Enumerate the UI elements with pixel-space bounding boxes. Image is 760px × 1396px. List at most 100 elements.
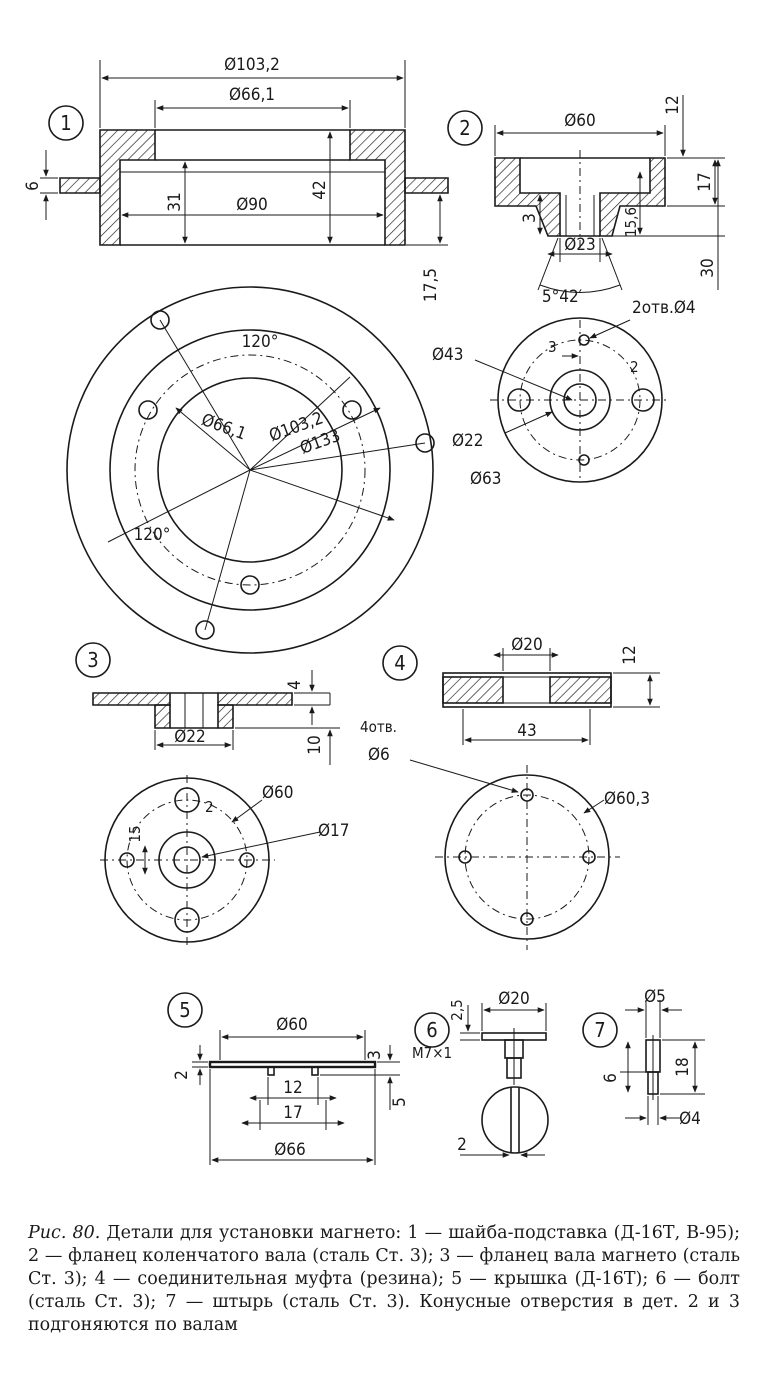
part2-plan-d22: Ø22	[452, 431, 484, 451]
part1-dim-d66-1: Ø66,1	[229, 85, 275, 105]
part1-hole	[240, 575, 260, 595]
part1-hole	[150, 310, 170, 330]
part4-number-circle	[382, 645, 418, 681]
part1-number-circle	[48, 105, 84, 141]
part6-dim-d20: Ø20	[498, 989, 530, 1009]
part7-number: 7	[594, 1018, 605, 1042]
part1-left-flange	[59, 177, 101, 194]
figure-caption: Рис. 80. Детали для установки магнето: 1…	[28, 1222, 740, 1337]
part2-plan-holes: 2отв.Ø4	[632, 298, 696, 318]
part3-hub-left	[154, 704, 171, 729]
part2-dim-h17: 17	[695, 172, 715, 191]
part7: 7 Ø5 18 6 Ø4	[582, 987, 705, 1129]
part4-dim-w43: 43	[517, 721, 536, 741]
part5-number: 5	[179, 998, 190, 1022]
part6-dim-thread: М7×1	[412, 1044, 452, 1062]
part1-number: 1	[60, 111, 71, 135]
part4-dim-d20: Ø20	[511, 635, 543, 655]
caption-text: Детали для установки магнето: 1 — шайба-…	[28, 1223, 741, 1335]
part3: 3 4 10 Ø22 Ø6	[75, 642, 350, 945]
part5-dim-w12: 12	[283, 1078, 302, 1098]
part3-dim-d22: Ø22	[174, 727, 206, 747]
part1-plan-d66-1: Ø66,1	[199, 410, 249, 445]
part1-dim-h42: 42	[310, 180, 330, 199]
part2-dim-h3: 3	[520, 213, 540, 223]
part6: 6 Ø20 2,5 М7×1 2	[412, 989, 549, 1158]
part2-section: 2 Ø60 12 17 3 15,6 30	[447, 95, 725, 307]
part4-number: 4	[394, 651, 405, 675]
part4-plan-d60-3: Ø60,3	[604, 789, 650, 809]
part3-dim-h10: 10	[305, 735, 325, 754]
part1-dim-h17-5: 17,5	[421, 268, 441, 302]
part2-plan-s2: 2	[630, 358, 639, 376]
part1-outer-circle	[66, 286, 434, 654]
part4-rubber-left	[442, 676, 504, 704]
part2-dim-angle: 5°42′	[542, 287, 583, 307]
part1-dim-d103-2: Ø103,2	[224, 55, 280, 75]
part3-dim-h4: 4	[285, 680, 305, 690]
part6-dim-h2-5: 2,5	[448, 999, 466, 1020]
part1-mid-circle	[109, 329, 391, 611]
part1-dim-d90: Ø90	[236, 195, 268, 215]
part2-number-circle	[447, 110, 483, 146]
part1-right-flange	[404, 177, 449, 194]
part1-dim-h6: 6	[23, 181, 43, 191]
part2-dim-d23: Ø23	[564, 235, 596, 255]
part5-number-circle	[167, 992, 203, 1028]
part1-plan: 120° 120° Ø66,1 Ø103,2 Ø133	[66, 286, 435, 654]
part3-number-circle	[75, 642, 111, 678]
part4-dim-h12: 12	[620, 645, 640, 664]
part1-dim-h31: 31	[165, 192, 185, 211]
part2-dim-d60: Ø60	[564, 111, 596, 131]
part2-plan-d43: Ø43	[432, 345, 464, 365]
part2-plan-d63: Ø63	[470, 469, 502, 489]
part1-hole	[195, 620, 215, 640]
part7-number-circle	[582, 1012, 618, 1048]
part2-dim-h30: 30	[698, 258, 718, 277]
part4-rubber-right	[549, 676, 612, 704]
part1-bolt-circle	[134, 354, 366, 586]
part2-left-body	[494, 157, 561, 237]
part1-hole	[138, 400, 158, 420]
part6-number-circle	[414, 1012, 450, 1048]
part1-left-wall	[99, 129, 156, 246]
part7-dim-h6: 6	[601, 1073, 621, 1083]
part5-dim-d66: Ø66	[274, 1140, 306, 1160]
part3-number: 3	[87, 648, 98, 672]
part4-plan-holes: 4отв.	[360, 718, 397, 736]
part2-plan-s3: 3	[548, 338, 557, 356]
part5-boss-left	[267, 1066, 275, 1076]
part3-plate-left	[92, 692, 171, 706]
part5-boss-right	[311, 1066, 319, 1076]
part1-right-wall	[349, 129, 406, 246]
part6-head-plan	[481, 1086, 549, 1154]
part3-plan-s2: 2	[205, 798, 214, 816]
part2-small-hole	[578, 454, 590, 466]
part3-plan-s15: 15	[126, 825, 144, 842]
part1-section: 1 Ø103,2 Ø66,1 Ø90 31 42 6	[23, 55, 449, 302]
part3-plan-d17: Ø17	[318, 821, 350, 841]
part7-dim-d4: Ø4	[679, 1109, 701, 1129]
part2-small-hole	[578, 334, 590, 346]
part6-dim-w2: 2	[457, 1135, 467, 1155]
part7-dim-h18: 18	[673, 1057, 693, 1076]
part5-dim-d60: Ø60	[276, 1015, 308, 1035]
part1-angle-top: 120°	[242, 332, 279, 352]
part5: 5 Ø60 2 3 5 12 17	[167, 992, 410, 1165]
part2-dim-h12: 12	[663, 95, 683, 114]
part5-dim-h2: 2	[172, 1070, 192, 1080]
part2-plan: 2отв.Ø4 Ø43 Ø22 Ø63 3 2	[432, 298, 696, 489]
part1-angle-bottom: 120°	[134, 525, 171, 545]
part4-plan-d6: Ø6	[368, 745, 390, 765]
part5-plate	[208, 1060, 377, 1069]
part2-dim-h15-6: 15,6	[622, 207, 640, 237]
part2-number: 2	[459, 116, 470, 140]
part5-dim-h5: 5	[390, 1097, 410, 1107]
part1-inner-circle	[157, 377, 343, 563]
part5-dim-h3: 3	[365, 1050, 385, 1060]
figure-reference: Рис. 80.	[28, 1223, 101, 1243]
part3-hub-right	[217, 704, 234, 729]
part1-hole	[342, 400, 362, 420]
part4: 4 Ø20 12 43 4отв. Ø6 Ø60,3	[360, 635, 660, 950]
